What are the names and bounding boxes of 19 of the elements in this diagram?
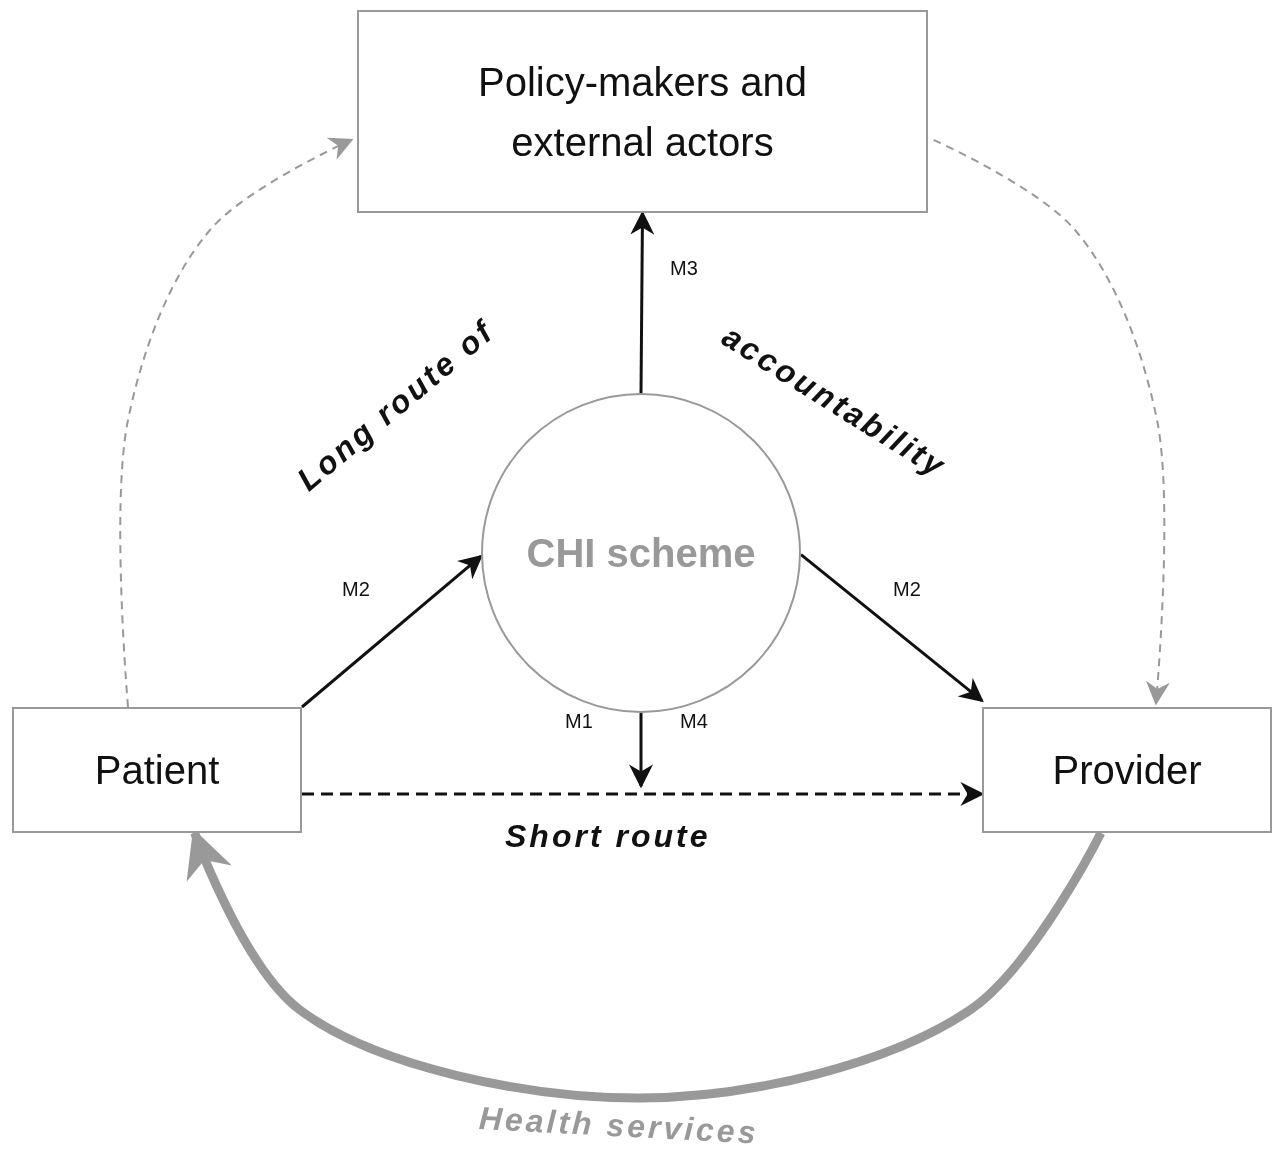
node-label: Policy-makers and external actors	[477, 58, 808, 166]
edge-label: M2	[342, 578, 370, 601]
actor-box	[357, 10, 928, 213]
arrow	[932, 138, 1170, 706]
edge-label: Short route	[505, 818, 711, 855]
edge-label: M3	[670, 257, 698, 280]
arrow	[301, 554, 483, 709]
mechanism-label: M1	[565, 710, 593, 733]
arrow	[629, 713, 653, 789]
edge-label: M2	[893, 578, 921, 601]
mechanism-label: M4	[680, 710, 708, 733]
actor-box	[12, 707, 302, 833]
node-label: Provider	[1052, 747, 1202, 794]
node-label: Patient	[94, 747, 220, 794]
edge-label: Health services	[478, 1100, 760, 1152]
arrow	[800, 553, 984, 703]
arrow	[119, 138, 354, 708]
node-label: CHI scheme	[526, 530, 756, 577]
actor-box	[982, 707, 1272, 833]
